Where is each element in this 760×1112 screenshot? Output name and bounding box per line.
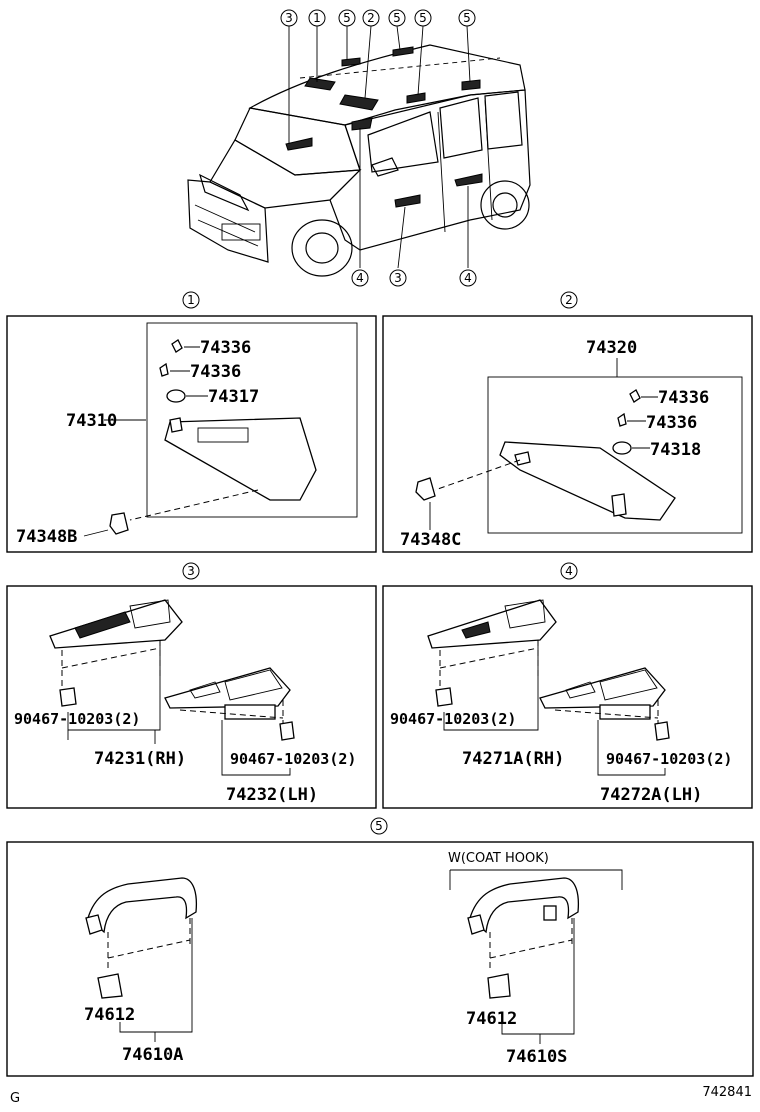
- part-74348B: 74348B: [16, 527, 77, 547]
- part-74318: 74318: [650, 440, 701, 460]
- car-overview-illustration: [187, 25, 531, 277]
- part-74610S: 74610S: [506, 1047, 567, 1067]
- callout-3: 3: [394, 271, 402, 285]
- section-3-switch-base-front: 3 90467-10203(2) 74231(RH) 90467-10203(2…: [6, 562, 377, 809]
- part-74336-d: 74336: [646, 413, 697, 433]
- part-74232-lh: 74232(LH): [226, 785, 318, 805]
- section-5-assist-grip: 5 74612 74610A W(COAT HOOK) 74612 74610S: [6, 817, 754, 1077]
- part-74317: 74317: [208, 387, 259, 407]
- callout-3: 3: [285, 11, 293, 25]
- part-90467-10203-right-2: 90467-10203(2): [606, 750, 732, 768]
- footer-left-code: G: [10, 1091, 20, 1106]
- part-74310: 74310: [66, 411, 117, 431]
- part-74612-left: 74612: [84, 1005, 135, 1025]
- section-3-callout: 3: [187, 564, 195, 578]
- callout-5: 5: [419, 11, 427, 25]
- part-74271A-rh: 74271A(RH): [462, 749, 564, 769]
- section-4-callout: 4: [565, 564, 573, 578]
- callout-5: 5: [393, 11, 401, 25]
- callout-5: 5: [343, 11, 351, 25]
- section-2-callout: 2: [565, 293, 573, 307]
- callout-4: 4: [356, 271, 364, 285]
- figure-number: 742841: [702, 1085, 752, 1100]
- callout-2: 2: [367, 11, 375, 25]
- callout-4: 4: [464, 271, 472, 285]
- part-74348C: 74348C: [400, 530, 461, 550]
- section-1-sun-visor-left: 1 74336 74336 74317 74310 74348B: [6, 291, 377, 553]
- part-74231-rh: 74231(RH): [94, 749, 186, 769]
- section-2-sun-visor-right: 2 74320 74336 74336 74318 74348C: [382, 291, 753, 553]
- part-74272A-lh: 74272A(LH): [600, 785, 702, 805]
- part-74612-right: 74612: [466, 1009, 517, 1029]
- part-90467-10203-left-2: 90467-10203(2): [390, 710, 516, 728]
- section-4-switch-base-rear: 4 90467-10203(2) 74271A(RH) 90467-10203(…: [382, 562, 753, 809]
- part-74336-b: 74336: [190, 362, 241, 382]
- part-74336-a: 74336: [200, 338, 251, 358]
- section-5-callout: 5: [375, 819, 383, 833]
- section-1-callout: 1: [187, 293, 195, 307]
- part-74320: 74320: [586, 338, 637, 358]
- callout-5: 5: [463, 11, 471, 25]
- callout-1: 1: [313, 11, 321, 25]
- part-90467-10203-right: 90467-10203(2): [230, 750, 356, 768]
- part-74336-c: 74336: [658, 388, 709, 408]
- part-90467-10203-left: 90467-10203(2): [14, 710, 140, 728]
- part-74610A: 74610A: [122, 1045, 183, 1065]
- overview-callouts: 3 1 5 2 5 5 5 4 3 4: [280, 9, 477, 287]
- coat-hook-caption: W(COAT HOOK): [448, 851, 549, 866]
